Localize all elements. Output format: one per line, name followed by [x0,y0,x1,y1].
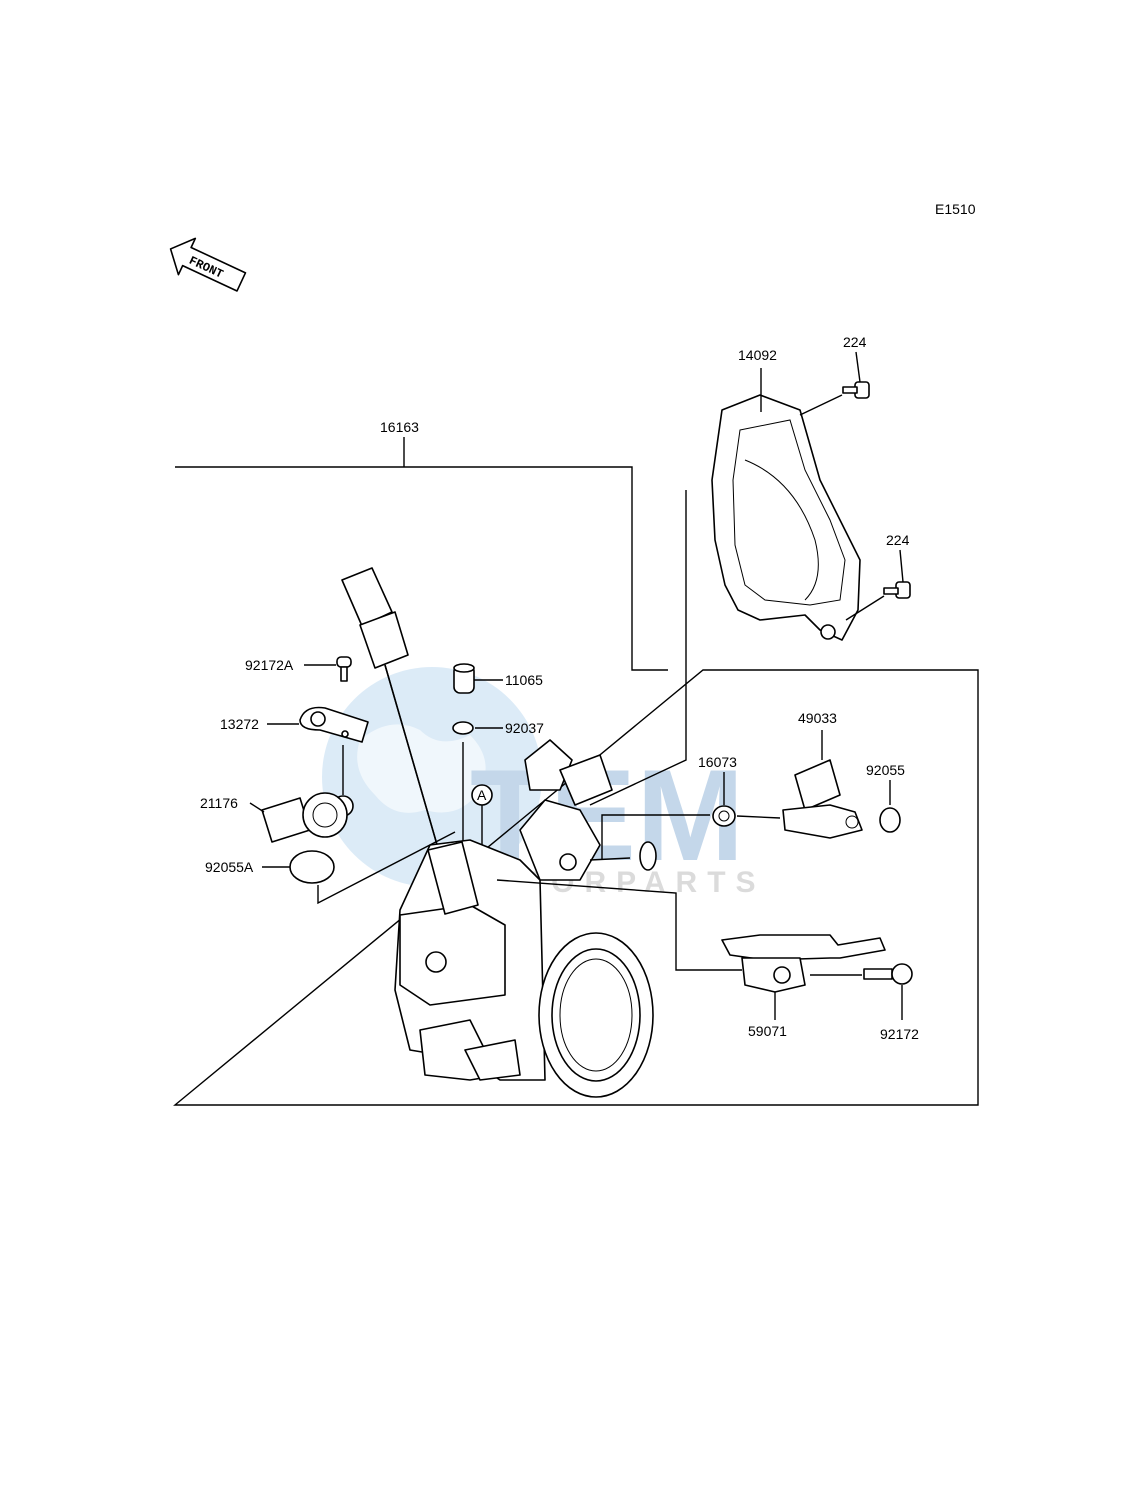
label-21176: 21176 [200,795,238,811]
label-16163: 16163 [380,419,419,435]
label-49033: 49033 [798,710,837,726]
label-92172A: 92172A [245,657,294,673]
bolt-224-mid [845,549,911,621]
oring-92055A [262,850,335,884]
watermark-globe [322,667,542,887]
label-92037: 92037 [505,720,544,736]
label-11065: 11065 [505,672,543,688]
label-16073: 16073 [698,754,737,770]
label-92055: 92055 [866,762,905,778]
sensor-49033 [782,730,863,839]
label-92172: 92172 [880,1026,919,1042]
svg-text:A: A [477,787,487,803]
watermark-continents [357,724,486,813]
label-224-top: 224 [843,334,867,350]
callout-a-center: A [471,784,493,806]
cover-14092 [711,368,861,641]
cap-11065 [453,663,503,694]
diagram-code: E1510 [935,201,976,217]
bolt-224-top [799,351,870,416]
sensor-connector-cable [341,567,441,856]
front-arrow-icon: FRONT [169,237,247,292]
label-14092: 14092 [738,347,777,363]
fitting-59071 [721,934,886,1020]
label-59071: 59071 [748,1023,787,1039]
throttle-body [394,739,657,1098]
label-224-mid: 224 [886,532,910,548]
label-92055A: 92055A [205,859,254,875]
screw-92172 [863,963,913,1020]
assembly-frame-16163 [173,437,979,1106]
seal-16073 [712,772,781,827]
screw-92172A [304,656,352,682]
bracket-13272 [267,706,369,743]
label-13272: 13272 [220,716,259,732]
oring-92037 [452,721,503,735]
oring-92055 [879,780,901,833]
sensor-21176 [249,792,348,843]
